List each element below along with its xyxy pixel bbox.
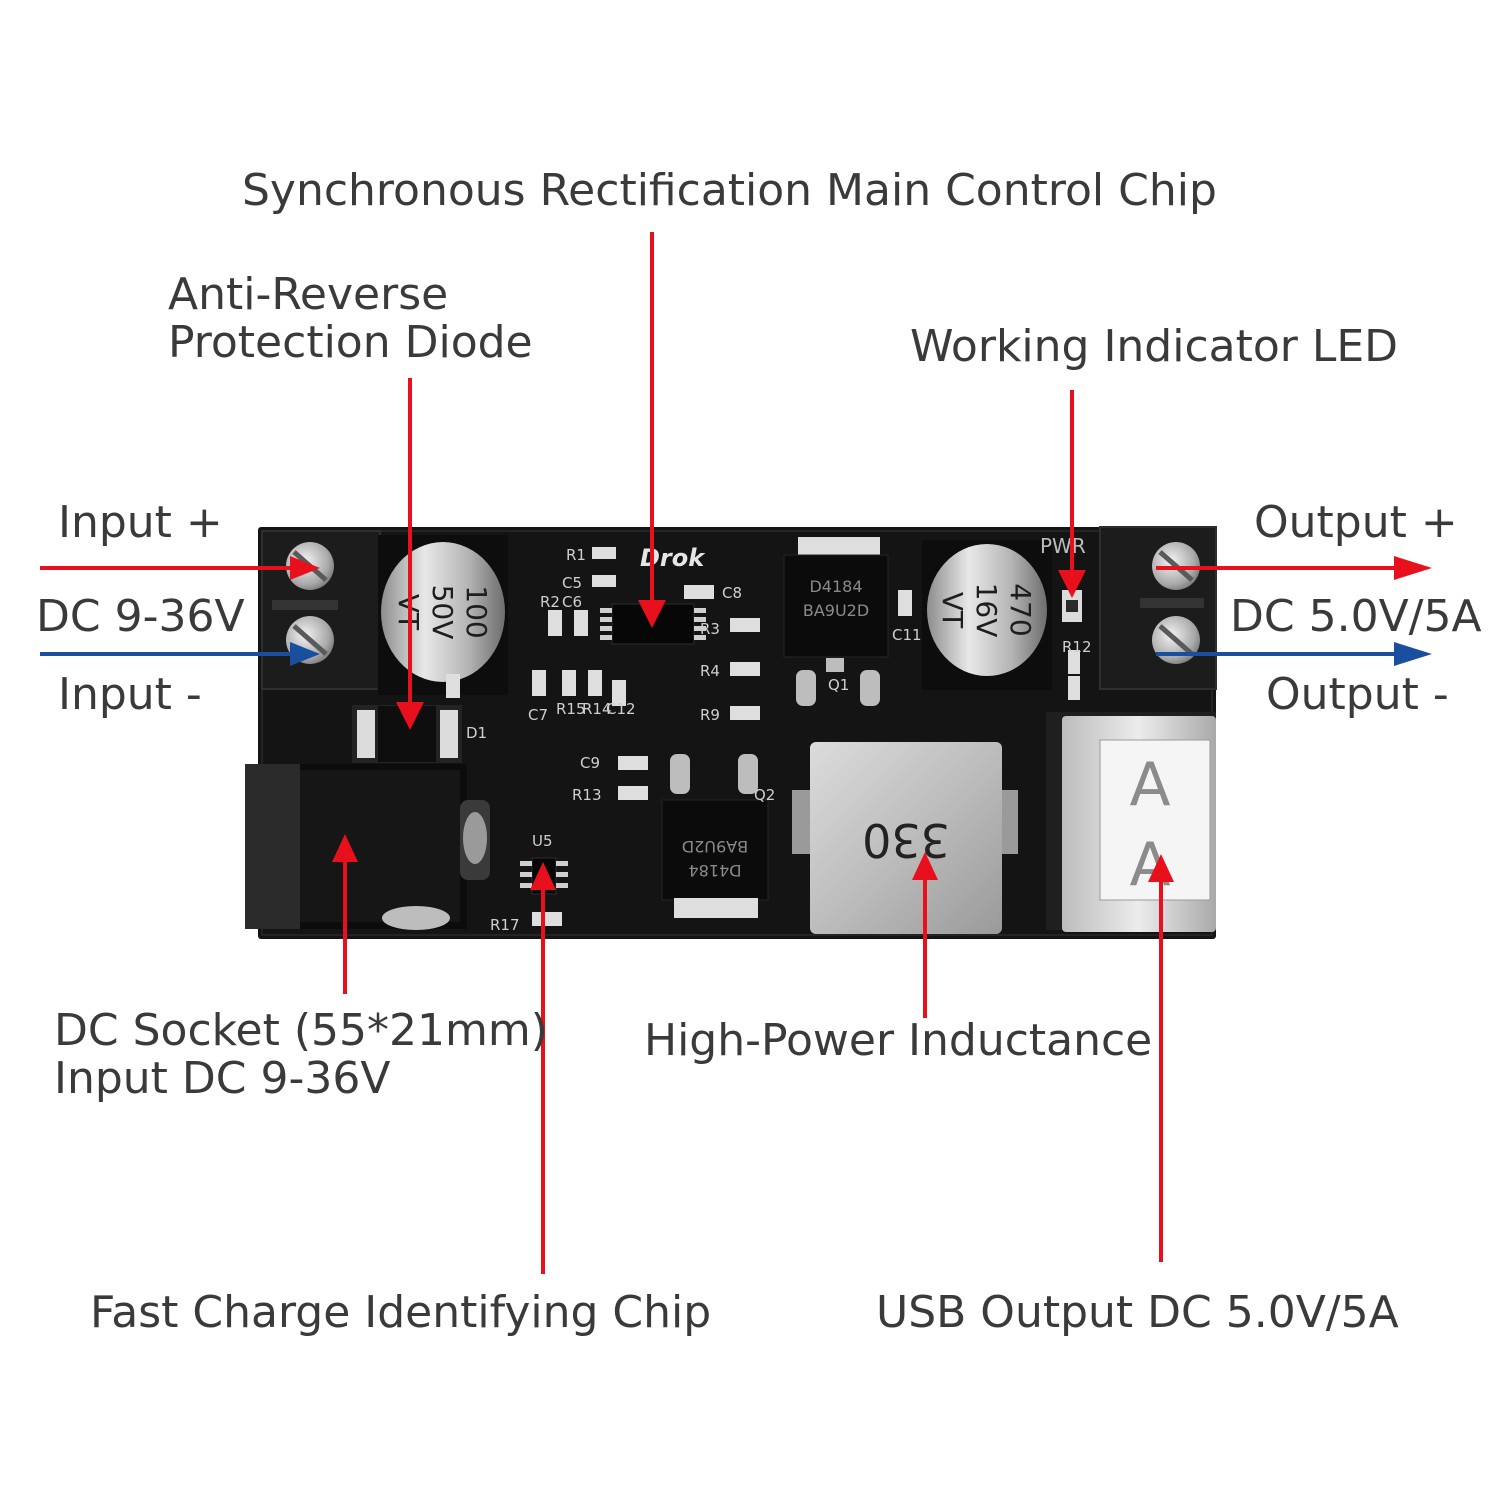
label-socket-line1: DC Socket (55*21mm) [54,1005,548,1056]
callout-line-diode [408,378,412,704]
silk-c7: C7 [528,706,548,724]
label-main-chip: Synchronous Rectification Main Control C… [242,165,1217,216]
arrowhead-main-chip [638,600,666,628]
silk-r12: R12 [1062,638,1092,656]
silk-c11: C11 [892,626,922,644]
svg-text:D4184: D4184 [688,861,741,880]
output-terminal-block [1099,526,1217,690]
label-usb-output: USB Output DC 5.0V/5A [876,1287,1399,1338]
output-plus-arrow [1156,556,1432,580]
usb-port: A A [1046,712,1216,932]
label-socket-line2: Input DC 9-36V [54,1053,391,1104]
label-inductor: High-Power Inductance [644,1015,1153,1066]
callout-line-led [1070,390,1074,572]
silk-c8: C8 [722,584,742,602]
label-output-voltage: DC 5.0V/5A [1230,591,1482,642]
arrowhead-led [1058,570,1086,598]
svg-text:47016VVT: 47016VVT [936,583,1037,638]
silk-r1: R1 [566,546,586,564]
svg-text:330: 330 [862,813,950,867]
arrowhead-inductor [912,852,938,880]
power-inductor: 330 [792,742,1018,934]
silk-d1: D1 [466,724,487,742]
silk-r17: R17 [490,916,520,934]
silk-r2: R2 [540,593,560,611]
callout-line-main-chip [650,232,654,604]
svg-text:D4184: D4184 [809,577,862,596]
svg-text:BA9U2D: BA9U2D [803,601,869,620]
arrowhead-fast-chip [530,862,556,890]
arrowhead-socket [332,834,358,862]
silk-r15: R15 [556,700,586,718]
label-fast-charge: Fast Charge Identifying Chip [90,1287,712,1338]
arrowhead-diode [396,702,424,730]
silk-c12: C12 [606,700,636,718]
silk-q2: Q2 [754,786,775,804]
label-diode-line2: Protection Diode [168,317,533,368]
label-diode-line1: Anti-Reverse [168,269,449,320]
callout-line-usb [1159,880,1163,1262]
smd-components [446,547,1080,926]
label-input-plus: Input + [58,497,223,548]
callout-line-inductor [923,878,927,1018]
svg-text:BA9U2D: BA9U2D [682,837,748,856]
label-output-minus: Output - [1266,669,1449,720]
input-terminal-block [261,530,381,690]
indicator-led: PWR [1040,534,1086,622]
silk-r9: R9 [700,706,720,724]
silk-r13: R13 [572,786,602,804]
svg-text:A: A [1129,750,1170,820]
output-capacitor: 47016VVT [922,540,1052,690]
silk-r4: R4 [700,662,720,680]
arrowhead-usb [1148,854,1174,882]
silk-r14: R14 [582,700,612,718]
mosfet-q2: D4184 BA9U2D [661,754,769,918]
input-minus-arrow [40,642,320,666]
svg-text:PWR: PWR [1040,534,1086,558]
dc-socket [245,764,490,930]
output-minus-arrow [1156,642,1432,666]
callout-line-fast-chip [541,888,545,1274]
silk-r3: R3 [700,620,720,638]
silk-c9: C9 [580,754,600,772]
label-input-voltage: DC 9-36V [36,591,245,642]
silk-c6: C6 [562,593,582,611]
label-output-plus: Output + [1254,497,1458,548]
input-capacitor: 10050VVT [378,535,508,695]
mosfet-q1: D4184 BA9U2D [783,537,889,706]
input-plus-arrow [40,556,320,580]
silk-q1: Q1 [828,676,849,694]
silk-c5: C5 [562,574,582,592]
silk-u5: U5 [532,832,553,850]
label-input-minus: Input - [58,669,202,720]
callout-line-socket [343,860,347,994]
label-led: Working Indicator LED [910,321,1399,372]
